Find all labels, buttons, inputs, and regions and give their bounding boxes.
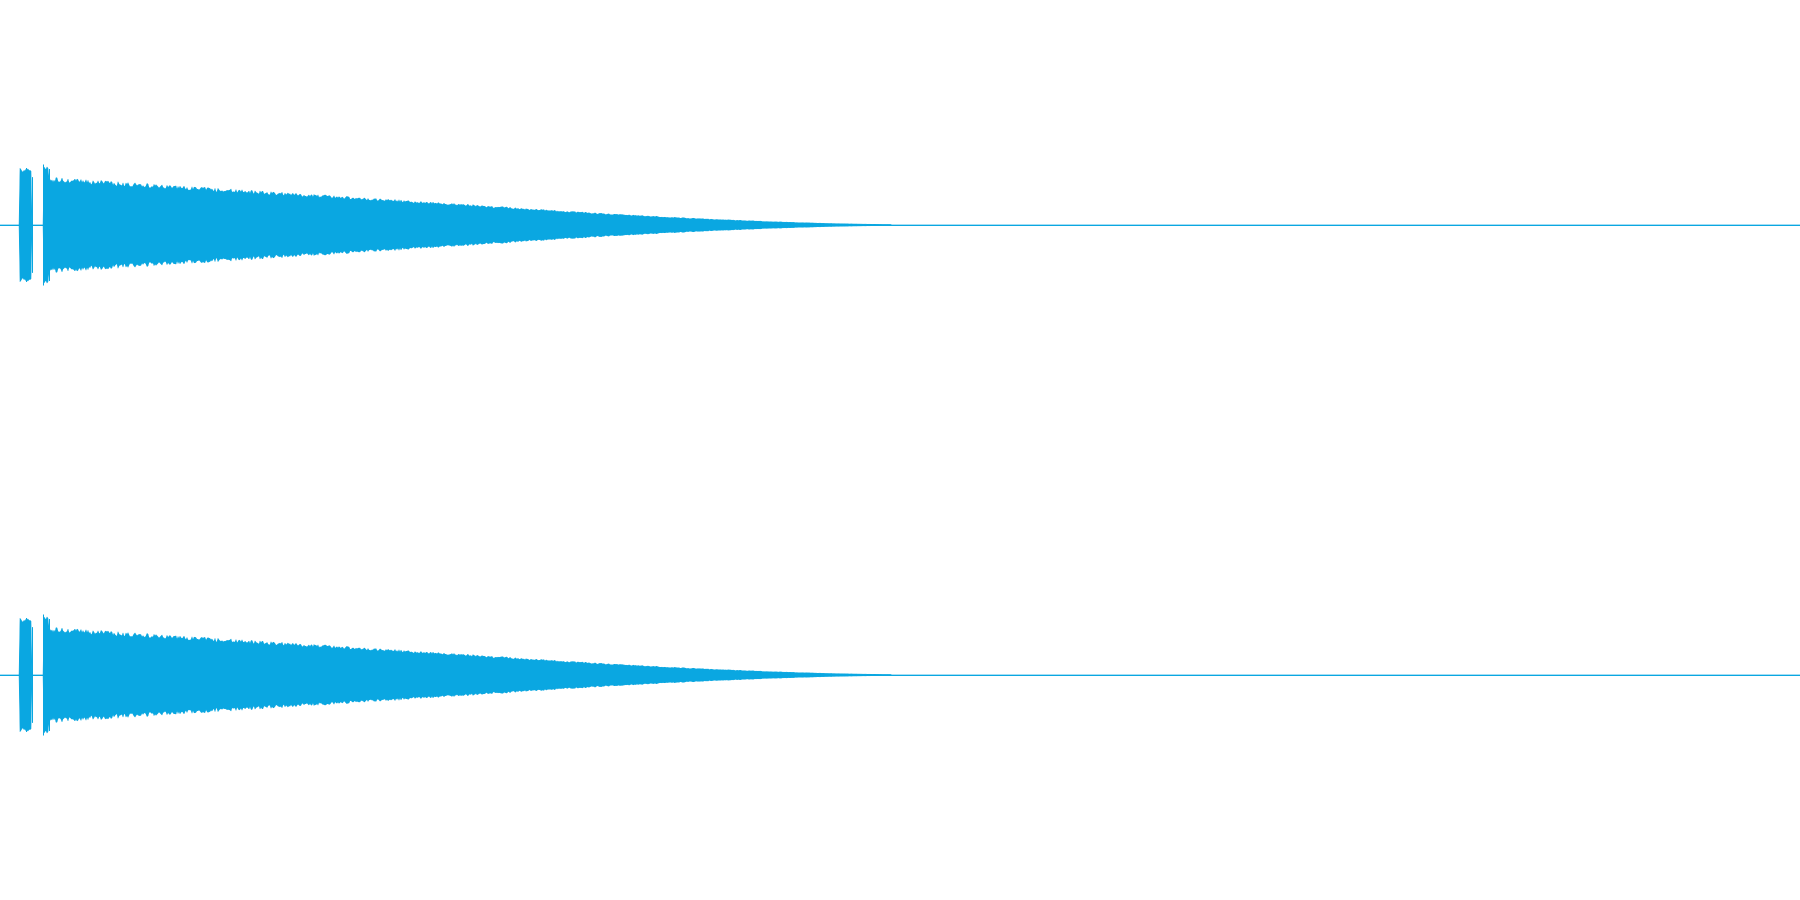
waveform-channel-1-plot: [0, 164, 1800, 286]
waveform-envelope: [0, 616, 1800, 734]
waveform-envelope: [0, 166, 1800, 284]
waveform-channel-1: [0, 164, 1800, 286]
waveform-channel-2: [0, 450, 1800, 900]
waveform-channel-2-plot: [0, 614, 1800, 736]
